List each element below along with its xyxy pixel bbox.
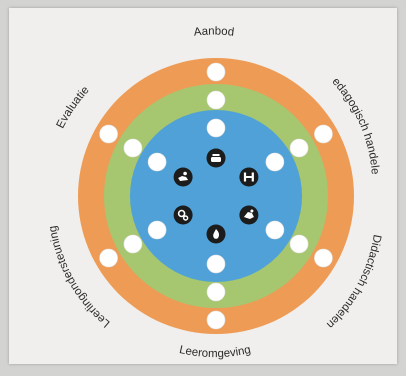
gears-icon: [173, 205, 193, 225]
middle-dot-2: [289, 138, 309, 158]
flame-icon: [206, 224, 226, 244]
middle-dot-4: [206, 282, 226, 302]
outer-dot-3: [314, 248, 333, 268]
middle-dot-5: [123, 234, 143, 254]
middle-dot-3: [289, 234, 309, 254]
outer-dot-1: [206, 62, 226, 82]
inner-dot-1: [206, 118, 226, 138]
outer-dot-5: [99, 248, 118, 268]
inner-dot-3: [265, 220, 285, 240]
outer-dot-6: [99, 124, 118, 144]
pot-icon: [206, 148, 226, 168]
section-label-evaluatie: Evaluatie: [55, 84, 92, 130]
section-label-leeromgeving: Leeromgeving: [178, 344, 252, 360]
hand-coin-icon: [173, 167, 193, 187]
h-letter-icon: [239, 167, 259, 187]
inner-dot-6: [147, 152, 167, 172]
inner-circle: [130, 110, 302, 282]
section-label-aanbod: Aanbod: [193, 26, 235, 39]
outer-dot-2: [314, 124, 333, 144]
inner-dot-4: [206, 254, 226, 274]
middle-dot-1: [206, 90, 226, 110]
middle-dot-6: [123, 138, 143, 158]
outer-dot-4: [206, 310, 226, 330]
hand-icon: [239, 205, 259, 225]
inner-dot-2: [265, 152, 285, 172]
inner-dot-5: [147, 220, 167, 240]
